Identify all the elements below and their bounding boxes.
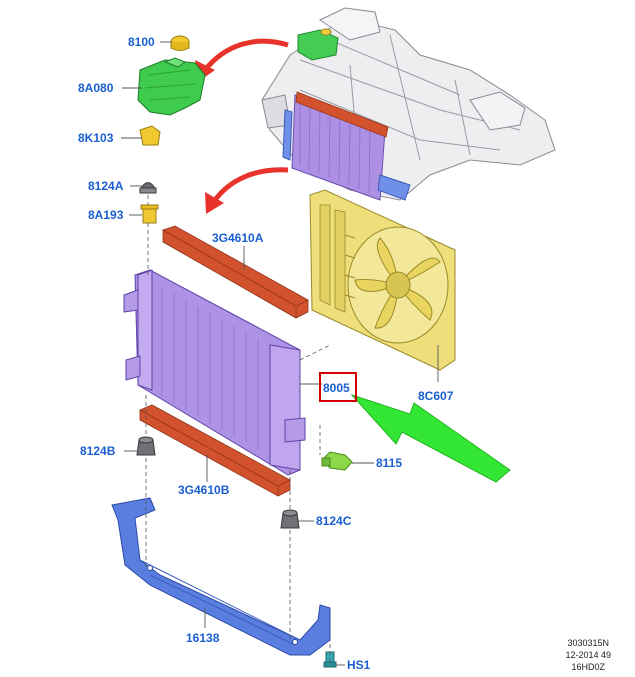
callout-8115: 8115: [376, 456, 402, 470]
fan-shroud: [309, 189, 456, 371]
callout-8124b: 8124B: [80, 444, 116, 458]
callout-3g4610b: 3G4610B: [178, 483, 230, 497]
callout-8005[interactable]: 8005: [323, 381, 350, 395]
front-subframe: [261, 7, 556, 201]
isolator-8124a: [139, 182, 157, 194]
callout-8124a: 8124A: [88, 179, 124, 193]
callout-16138: 16138: [186, 631, 220, 645]
coolant-cap: [170, 35, 190, 51]
radiator: [123, 269, 306, 476]
lower-support: [111, 497, 331, 656]
isolator-8124b: [136, 436, 156, 456]
leader-lines: [121, 41, 439, 666]
callout-3g4610a: 3G4610A: [212, 231, 264, 245]
red-arrow-lower-head: [205, 192, 224, 214]
callout-8a080: 8A080: [78, 81, 114, 95]
callout-8c607: 8C607: [418, 389, 454, 403]
red-arrow-upper: [203, 38, 289, 72]
diagram-footer: 3030315N 12-2014 49 16HD0Z: [565, 637, 611, 673]
isolator-8124c: [280, 509, 300, 529]
reservoir-bracket: [139, 125, 161, 146]
coolant-reservoir: [137, 57, 206, 116]
bracket-8a193: [140, 204, 159, 224]
callout-8a193: 8A193: [88, 208, 124, 222]
callout-8k103: 8K103: [78, 131, 114, 145]
callout-8124c: 8124C: [316, 514, 352, 528]
footer-line-3: 16HD0Z: [571, 662, 605, 672]
highlight-box: [319, 372, 357, 402]
seal-upper: [162, 225, 309, 319]
sensor-8115: [321, 451, 353, 471]
callout-8100: 8100: [128, 35, 155, 49]
red-arrow-lower: [213, 167, 289, 202]
assembly-lines: [145, 195, 331, 662]
green-arrow: [350, 393, 511, 483]
footer-line-2: 12-2014 49: [565, 650, 611, 660]
footer-line-1: 3030315N: [567, 638, 609, 648]
callout-hs1: HS1: [347, 658, 371, 672]
